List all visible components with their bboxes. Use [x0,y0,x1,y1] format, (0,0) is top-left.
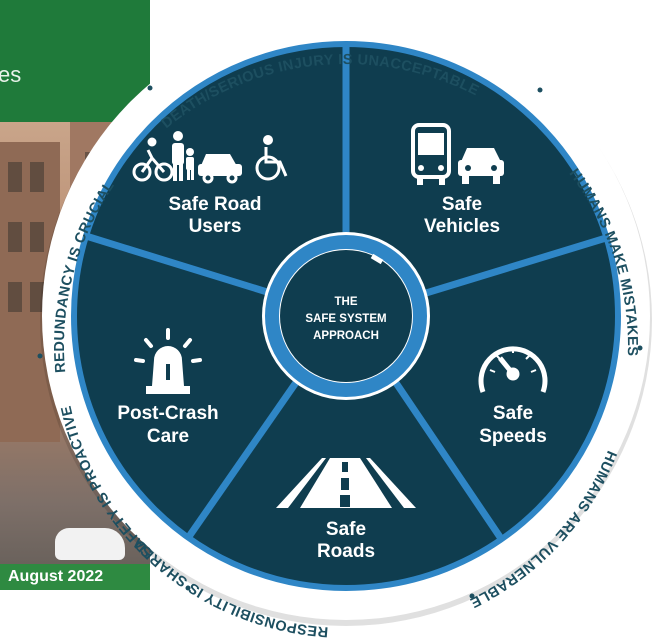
road-icon [276,458,416,508]
emergency-light-icon [134,328,202,394]
segment-label-line1: Safe [326,519,366,540]
segment-safe-speeds: Safe Speeds [478,346,548,447]
speedometer-icon [478,346,548,393]
ring-separator-dots [37,85,643,599]
road-users-icon [132,131,288,184]
segment-label-line2: Speeds [479,426,547,447]
date-badge: August 2022 [0,564,150,590]
cover-header: es [0,0,150,122]
bus-and-car-icon [411,123,504,185]
segment-safe-roads: Safe Roads [276,458,416,562]
segment-safe-vehicles: Safe Vehicles [411,123,504,237]
parked-car [55,528,125,560]
segment-safe-road-users: Safe Road Users [132,131,288,237]
segment-label-line2: Roads [317,541,375,562]
segment-post-crash-care: Post-Crash Care [117,328,219,447]
segment-label-line2: Vehicles [424,216,500,237]
segment-label-line1: Safe [493,403,533,424]
center-title-line1: THE [335,296,358,308]
segment-label-line1: Safe Road [169,194,262,215]
segment-label-line2: Care [147,426,189,447]
cover-partial-text: es [0,62,22,87]
segment-label-line1: Safe [442,194,482,215]
center-title-line3: APPROACH [313,330,379,342]
segment-dividers [84,46,608,542]
segment-label-line1: Post-Crash [117,403,218,424]
center-title-line2: SAFE SYSTEM [305,313,386,325]
segment-label-line2: Users [189,216,242,237]
